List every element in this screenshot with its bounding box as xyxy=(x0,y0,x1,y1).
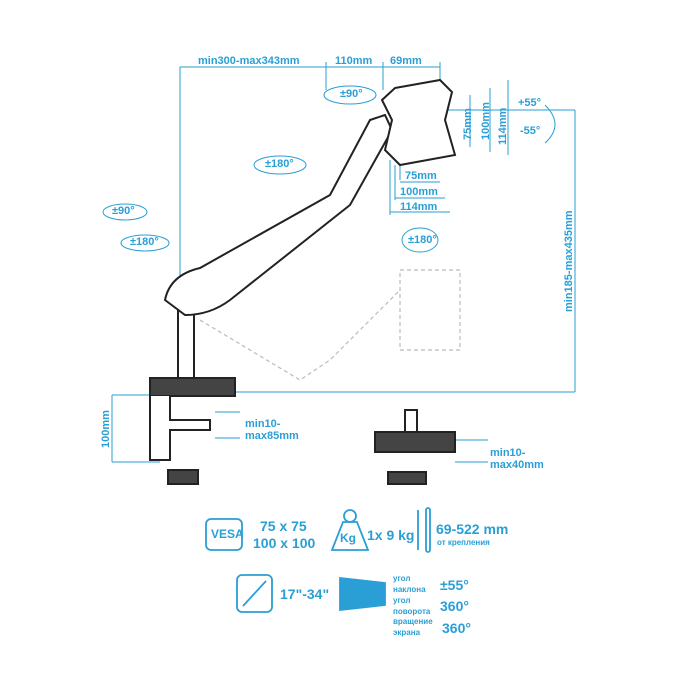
vesa-vertical-100: 100mm xyxy=(480,102,492,140)
base-rotation-label: ±180° xyxy=(130,236,159,248)
weight-icon-label: Kg xyxy=(340,531,356,545)
vesa-size-100: 100 x 100 xyxy=(253,535,316,551)
tilt-label: угол наклона xyxy=(393,574,426,594)
screen-rotation-label: ±180° xyxy=(408,234,437,246)
tilt-down-label: -55° xyxy=(520,125,541,137)
vesa-size-75: 75 x 75 xyxy=(260,518,307,534)
spec-icons xyxy=(205,507,431,613)
distance-note: от крепления xyxy=(437,538,490,547)
arm-body xyxy=(149,78,457,485)
base-swivel-label: ±90° xyxy=(112,205,135,217)
arm-segment-dimension: 110mm xyxy=(335,55,373,67)
swivel-value: 360° xyxy=(440,598,469,614)
tilt-value: ±55° xyxy=(440,577,469,593)
clamp-range-label: min10- max85mm xyxy=(245,418,299,443)
height-dimension: min185-max435mm xyxy=(563,210,575,312)
ghost-arm xyxy=(199,269,461,381)
bolt-range-label: min10- max40mm xyxy=(490,447,544,472)
arm-rotation-label: ±180° xyxy=(265,158,294,170)
dimension-lines xyxy=(102,62,576,463)
screen-size: 17"-34" xyxy=(280,586,330,602)
head-swivel-label: ±90° xyxy=(340,88,363,100)
swivel-label: угол поворота xyxy=(393,596,431,616)
rotation-value: 360° xyxy=(442,620,471,636)
clamp-height-dimension: 100mm xyxy=(100,410,112,448)
distance-range: 69-522 mm xyxy=(436,521,509,537)
weight-capacity: 1x 9 kg xyxy=(367,527,415,543)
vesa-vertical-114: 114mm xyxy=(497,107,509,145)
reach-dimension: min300-max343mm xyxy=(198,55,300,67)
vesa-vertical-75: 75mm xyxy=(462,108,474,140)
rotation-label: вращение экрана xyxy=(393,617,433,637)
vesa-horizontal-114: 114mm xyxy=(400,201,438,213)
vesa-horizontal-100: 100mm xyxy=(400,186,438,198)
head-offset-dimension: 69mm xyxy=(390,55,422,67)
vesa-horizontal-75: 75mm xyxy=(405,170,437,182)
tilt-up-label: +55° xyxy=(518,97,542,109)
vesa-icon-label: VESA xyxy=(211,527,244,541)
